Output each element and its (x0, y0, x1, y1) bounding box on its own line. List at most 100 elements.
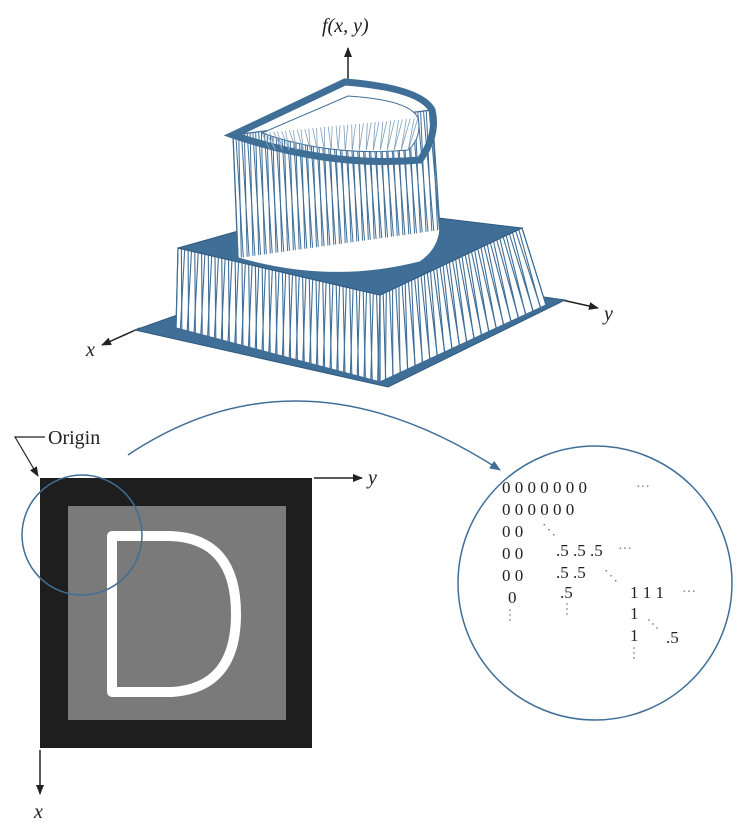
wireframe-line (316, 127, 318, 151)
wireframe-line (207, 255, 210, 337)
wireframe-line (384, 291, 387, 380)
matrix-lower-half: .5 (666, 628, 679, 647)
wireframe-line (213, 257, 219, 339)
origin-circle (21, 474, 143, 596)
wireframe-line (300, 126, 306, 249)
wireframe-line (306, 125, 312, 248)
wireframe-line (356, 290, 361, 377)
wireframe-line (467, 253, 482, 336)
wireframe-line (343, 125, 346, 151)
matrix-row-6-ellipsis: ··· (682, 585, 696, 600)
wireframe-line (243, 133, 248, 257)
matrix-lower-one-2: 1 (630, 626, 639, 645)
matrix-row-1-ellipsis: ··· (636, 480, 650, 495)
wireframe-line (315, 280, 320, 366)
wireframe-line (194, 251, 196, 334)
wireframe-line (269, 132, 276, 151)
matrix-row-6-ones: 1 1 1 (630, 583, 664, 602)
wireframe-line (268, 269, 271, 353)
matrix-vertical-dots (509, 603, 658, 659)
matrix-row-3: 0 0 (502, 522, 523, 541)
wireframe-line (448, 262, 460, 346)
wireframe-line (355, 289, 360, 377)
wireframe-line (335, 284, 339, 371)
wireframe-line (241, 263, 246, 346)
wireframe-line (281, 272, 285, 357)
image-gray-field (68, 506, 286, 720)
wireframe-line (480, 247, 497, 329)
matrix-view: 0 0 0 0 0 0 0 ··· 0 0 0 0 0 0 0 0 ⋱ 0 0 … (457, 445, 733, 721)
wireframe-line (351, 123, 356, 151)
wireframe-line (420, 111, 427, 232)
matrix-row-6: 0 (508, 588, 517, 607)
wireframe-line (328, 283, 332, 370)
wireframe-line (386, 120, 392, 151)
wireframe-line (423, 274, 431, 360)
y-axis-arrow-3d (561, 299, 599, 310)
wireframe-line (362, 291, 366, 379)
wireframe-line (227, 260, 233, 342)
y-axis-label-3d: y (602, 303, 613, 325)
wireframe-line (285, 130, 290, 151)
wireframe-line (288, 273, 292, 359)
wireframe-line (261, 267, 264, 352)
wireframe-line (273, 131, 283, 151)
wireframe-line (393, 119, 399, 151)
wireframe-line (277, 131, 283, 151)
wireframe-line (365, 122, 368, 151)
z-axis-label: f(x, y) (322, 15, 369, 37)
wireframe-line (365, 122, 372, 151)
wireframe-line (335, 125, 339, 151)
lower-box-left-hatch (175, 247, 381, 382)
wireframe-line (351, 124, 353, 151)
wireframe-line (342, 286, 346, 373)
wireframe-line (288, 274, 294, 359)
y-axis-label-image: y (366, 467, 377, 489)
upper-prism-rim-inner (260, 95, 420, 153)
wireframe-line (304, 128, 311, 151)
wireframe-line (505, 235, 527, 315)
wireframe-line (461, 256, 475, 339)
wireframe-line (407, 117, 419, 151)
wireframe-line (312, 128, 318, 151)
wireframe-line (254, 265, 258, 350)
upper-prism-inner-hatch (261, 117, 419, 151)
wireframe-line (404, 283, 409, 370)
wireframe-line (343, 287, 347, 373)
wireframe-line (315, 280, 319, 366)
wireframe-line (186, 251, 193, 332)
matrix-row-5-ellipsis: ⋱ (604, 569, 618, 584)
wireframe-line (275, 270, 278, 355)
wireframe-line (400, 118, 411, 151)
wireframe-line (296, 129, 304, 151)
matrix-row-4-cells: .5 .5 .5 (556, 541, 603, 560)
matrix-row-1: 0 0 0 0 0 0 0 (502, 478, 587, 497)
wireframe-line (363, 291, 368, 378)
wireframe-line (349, 287, 353, 375)
wireframe-line (247, 265, 253, 348)
wireframe-line (518, 229, 541, 308)
wireframe-line (234, 261, 237, 344)
wireframe-line (255, 132, 260, 256)
wireframe-line (337, 125, 341, 151)
wireframe-line (417, 277, 423, 363)
x-axis-arrow-3d (101, 327, 141, 346)
wireframe-line (336, 285, 341, 371)
wireframe-line (200, 254, 206, 335)
wireframe-line (411, 280, 416, 366)
wireframe-line (281, 130, 290, 151)
wireframe-line (193, 252, 199, 333)
origin-leader (13, 436, 45, 477)
wireframe-line (248, 264, 251, 348)
matrix-row-2: 0 0 0 0 0 0 (502, 500, 574, 519)
wireframe-line (442, 265, 453, 349)
wireframe-line (260, 131, 265, 255)
matrix-lower-one-1: 1 (630, 604, 639, 623)
wireframe-line (327, 126, 332, 151)
wireframe-line (295, 275, 298, 361)
wireframe-line (179, 249, 186, 330)
wireframe-line (221, 258, 224, 341)
wireframe-line (429, 271, 438, 356)
wireframe-line (241, 262, 244, 346)
